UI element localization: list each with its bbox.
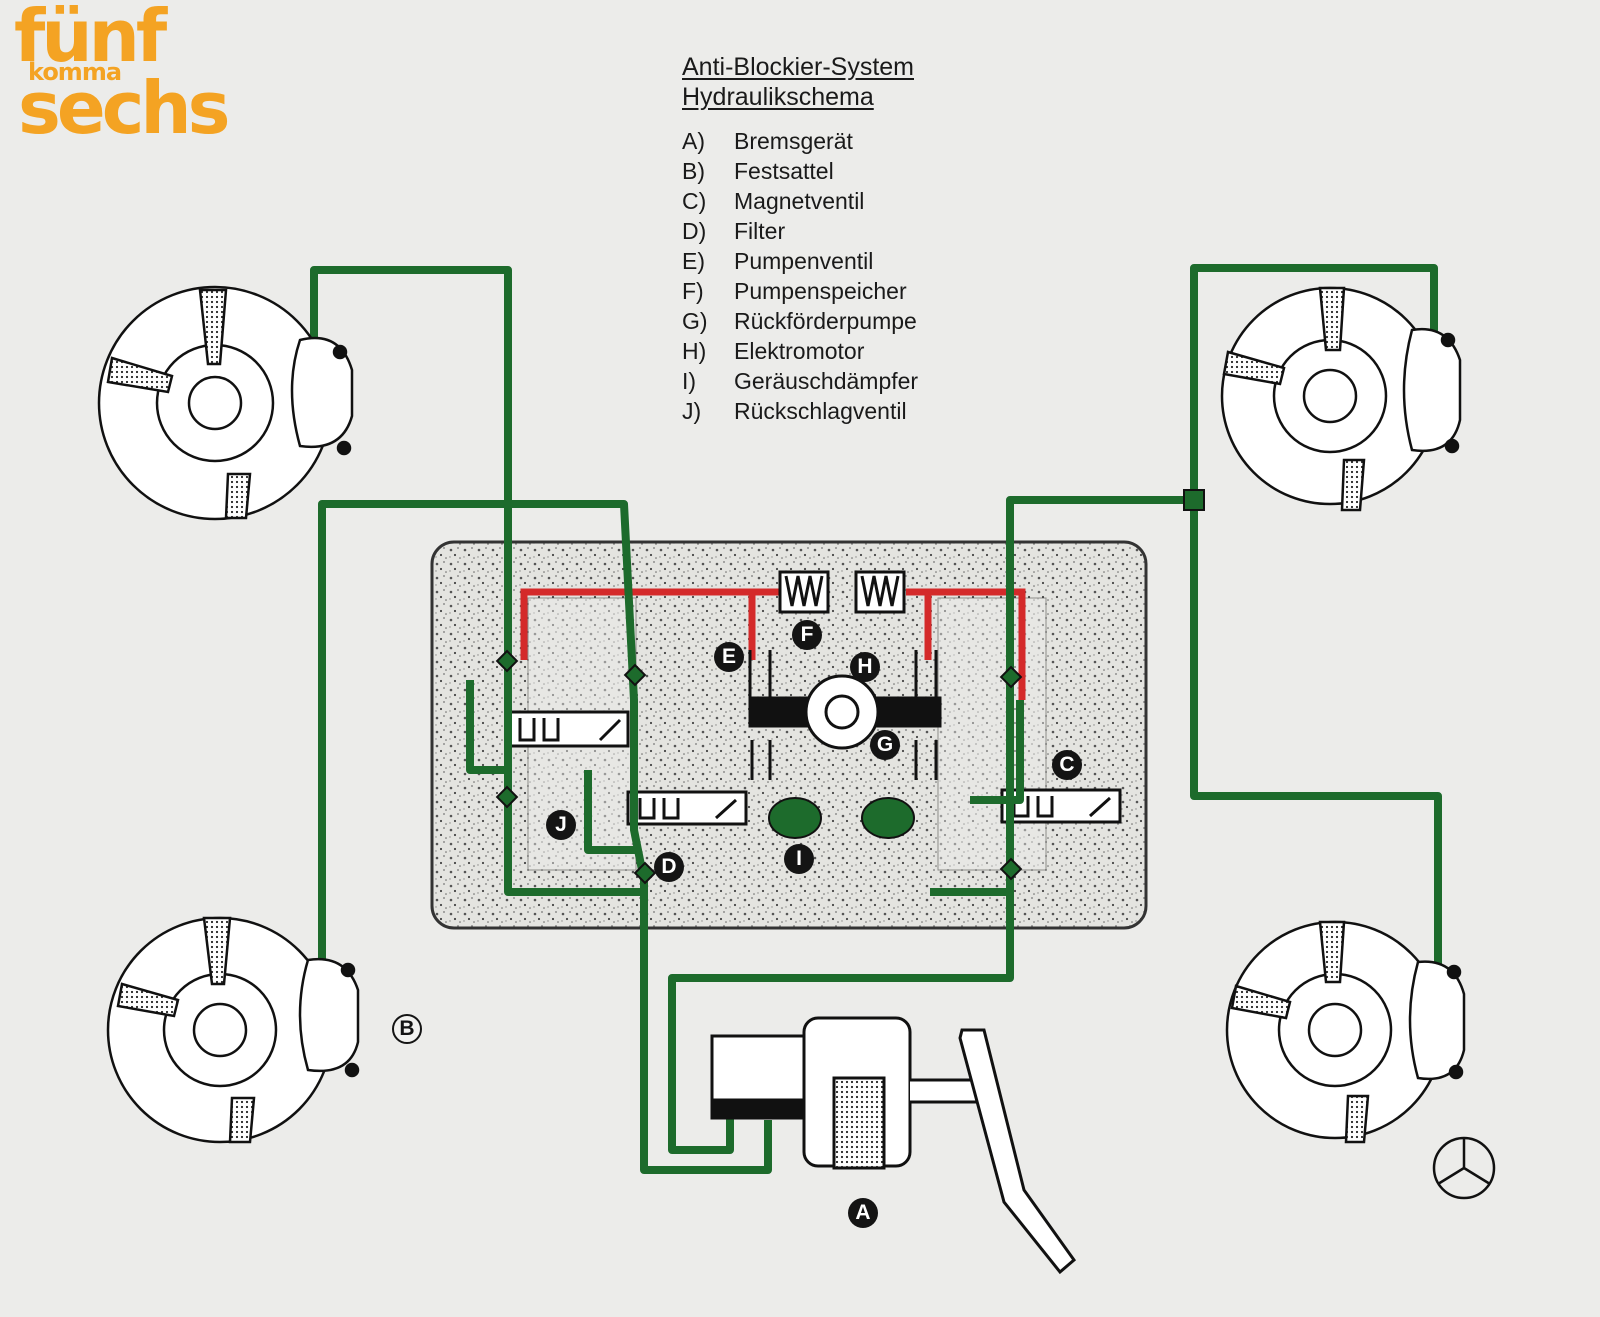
legend-label: Bremsgerät [734, 128, 853, 154]
legend-label: Elektromotor [734, 338, 865, 364]
title-line-2: Hydraulikschema [682, 83, 874, 111]
mercedes-star-icon [1432, 1136, 1496, 1200]
legend-key: F) [682, 278, 704, 304]
legend-key: C) [682, 188, 707, 214]
noise-damper [768, 797, 915, 839]
legend: A) Bremsgerät B) Festsattel C) Magnetventil… [682, 126, 918, 426]
legend-label: Pumpenventil [734, 248, 874, 274]
legend-item: B) Festsattel [682, 156, 918, 186]
brake-disc-rear-left [106, 916, 360, 1144]
legend-label: Magnetventil [734, 188, 865, 214]
label-g: G [870, 730, 900, 760]
label-i: I [784, 844, 814, 874]
legend-label: Filter [734, 218, 786, 244]
legend-label: Rückförderpumpe [734, 308, 917, 334]
brake-lines [310, 264, 1442, 1174]
logo-line-1: fünf [14, 0, 167, 78]
legend-item: E) Pumpenventil [682, 246, 918, 276]
legend-label: Festsattel [734, 158, 834, 184]
legend-key: H) [682, 338, 707, 364]
logo-line-3: sechs [18, 66, 230, 150]
legend-item: A) Bremsgerät [682, 126, 918, 156]
label-j: J [546, 810, 576, 840]
title-line-1: Anti-Blockier-System [682, 53, 914, 81]
pump-accumulator [778, 570, 906, 614]
brake-disc-front-left [97, 285, 354, 521]
label-b: B [392, 1014, 422, 1044]
legend-item: G) Rückförderpumpe [682, 306, 918, 336]
legend-item: F) Pumpenspeicher [682, 276, 918, 306]
legend-item: D) Filter [682, 216, 918, 246]
legend-label: Rückschlagventil [734, 398, 907, 424]
legend-item: H) Elektromotor [682, 336, 918, 366]
brake-unit [710, 1016, 1077, 1275]
legend-key: B) [682, 158, 705, 184]
logo-line-2: komma [28, 58, 122, 86]
line-junctions [495, 489, 1205, 885]
legend-item: I) Geräuschdämpfer [682, 366, 918, 396]
label-d: D [654, 852, 684, 882]
legend-item: J) Rückschlagventil [682, 396, 918, 426]
label-c: C [1052, 750, 1082, 780]
legend-label: Geräuschdämpfer [734, 368, 919, 394]
legend-key: I) [682, 368, 697, 394]
solenoid-valve [506, 710, 1122, 826]
logo: fünf sechs komma [14, 0, 264, 150]
label-f: F [792, 620, 822, 650]
brake-disc-rear-right [1225, 920, 1466, 1144]
legend-label: Pumpenspeicher [734, 278, 907, 304]
brake-disc-front-right [1220, 286, 1462, 512]
return-lines [520, 588, 1026, 700]
legend-item: C) Magnetventil [682, 186, 918, 216]
label-h: H [850, 652, 880, 682]
legend-key: G) [682, 308, 708, 334]
legend-key: D) [682, 218, 707, 244]
electric-motor [748, 650, 942, 780]
legend-key: J) [682, 398, 702, 424]
label-e: E [714, 642, 744, 672]
diagram-title: Anti-Blockier-System Hydraulikschema [682, 52, 914, 112]
label-a: A [848, 1198, 878, 1228]
legend-key: E) [682, 248, 705, 274]
legend-key: A) [682, 128, 705, 154]
